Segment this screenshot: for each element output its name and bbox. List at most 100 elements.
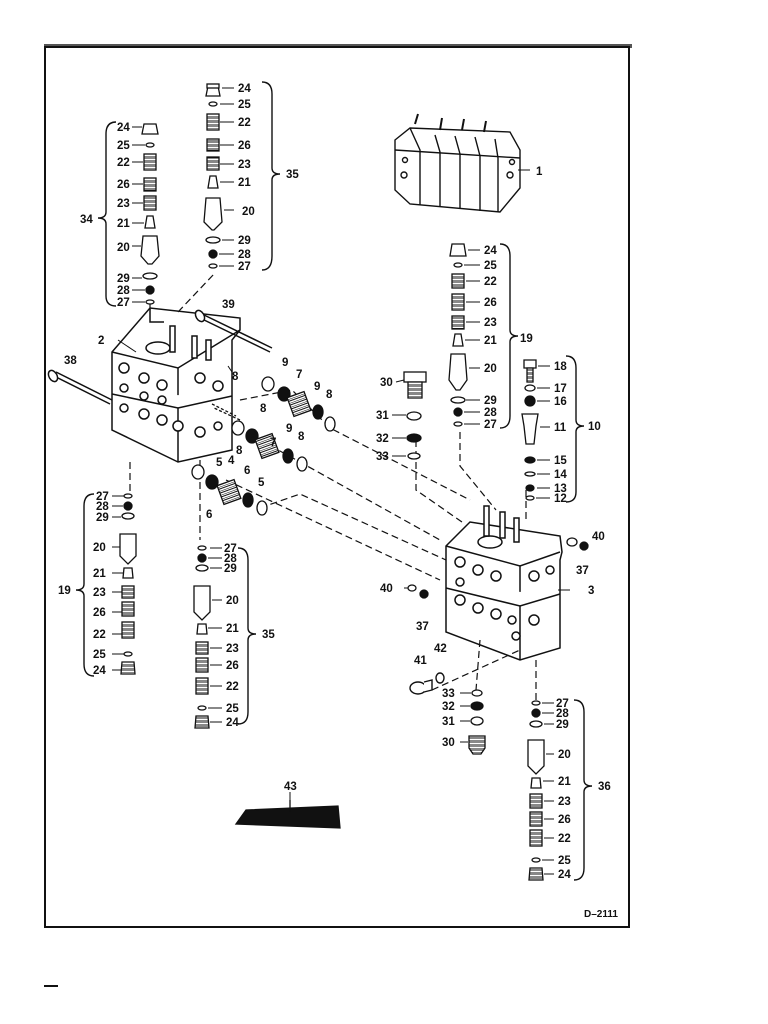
cartridge-stack-10: [521, 359, 539, 501]
callout-33: 33: [376, 451, 389, 463]
fittings-37-40: [407, 537, 589, 599]
callout-19: 19: [520, 333, 533, 345]
callout-41: 41: [414, 655, 427, 667]
callout-23: 23: [238, 159, 251, 171]
leader-lines: [112, 87, 570, 875]
callout-21c: 21: [484, 335, 497, 347]
callout-labels: 1 2 3 4 5 5 6 6 7 7 8 8 8 8 8 9 9 9 9 10…: [58, 83, 611, 881]
callout-9: 9: [282, 357, 288, 369]
callout-31: 31: [376, 410, 389, 422]
callout-26c: 26: [484, 297, 497, 309]
callout-7: 7: [296, 369, 302, 381]
callout-18: 18: [554, 361, 567, 373]
plug-41: [409, 672, 445, 695]
callout-31b: 31: [442, 716, 455, 728]
callout-16: 16: [554, 396, 567, 408]
callout-27: 27: [238, 261, 251, 273]
callout-13: 13: [554, 483, 567, 495]
callout-24: 24: [238, 83, 251, 95]
callout-29f: 29: [556, 719, 569, 731]
callout-37b: 37: [416, 621, 429, 633]
callout-24e: 24: [226, 717, 239, 729]
callout-9b: 9: [314, 381, 320, 393]
callout-25: 25: [238, 99, 251, 111]
callout-8d: 8: [236, 445, 243, 457]
callout-20: 20: [242, 206, 255, 218]
callout-23e: 23: [226, 643, 239, 655]
callout-6: 6: [244, 465, 250, 477]
callout-25e: 25: [226, 703, 239, 715]
callout-24c: 24: [484, 245, 497, 257]
callout-25f: 25: [558, 855, 571, 867]
callout-24d: 24: [93, 665, 106, 677]
callout-22b: 22: [117, 157, 130, 169]
callout-29c: 29: [484, 395, 497, 407]
spool-springs: [191, 376, 336, 516]
callout-28d: 28: [96, 501, 109, 513]
callout-11: 11: [554, 422, 567, 434]
callout-23b: 23: [117, 198, 130, 210]
callout-1: 1: [536, 166, 543, 178]
callout-23d: 23: [93, 587, 106, 599]
callout-27e: 27: [224, 543, 237, 555]
callout-26f: 26: [558, 814, 571, 826]
plug-stack-30-upper: [403, 371, 427, 460]
callout-8: 8: [232, 371, 239, 383]
callout-25b: 25: [117, 140, 130, 152]
cartridge-stack-34: [140, 123, 160, 305]
bolt-38: [47, 369, 113, 405]
drawing-code: D–2111: [584, 909, 618, 920]
callout-27f: 27: [556, 698, 569, 710]
callout-30b: 30: [442, 737, 455, 749]
callout-5: 5: [216, 457, 223, 469]
callout-4: 4: [228, 455, 235, 467]
exploded-valve-diagram: 1 2 3 4 5 5 6 6 7 7 8 8 8 8 8 9 9 9 9 10…: [47, 81, 611, 881]
callout-27c: 27: [484, 419, 497, 431]
callout-40b: 40: [380, 583, 393, 595]
cartridge-stack-36: [527, 700, 545, 881]
callout-8c: 8: [260, 403, 267, 415]
callout-5b: 5: [258, 477, 265, 489]
callout-15: 15: [554, 455, 567, 467]
callout-10: 10: [588, 421, 601, 433]
page-dash: [44, 985, 58, 987]
callout-26b: 26: [117, 179, 130, 191]
callout-27b: 27: [117, 297, 130, 309]
callout-25d: 25: [93, 649, 106, 661]
callout-21b: 21: [117, 218, 130, 230]
callout-24f: 24: [558, 869, 571, 881]
callout-35b: 35: [262, 629, 275, 641]
cartridge-stack-35-top: [203, 83, 223, 269]
callout-28: 28: [238, 249, 251, 261]
callout-19b: 19: [58, 585, 71, 597]
callout-25c: 25: [484, 260, 497, 272]
callout-14: 14: [554, 469, 567, 481]
callout-8e: 8: [298, 431, 305, 443]
callout-12: 12: [554, 493, 567, 505]
callout-29: 29: [238, 235, 251, 247]
cartridge-stack-19-left: [119, 493, 137, 675]
callout-7b: 7: [270, 437, 276, 449]
callout-30: 30: [380, 377, 393, 389]
callout-29e: 29: [224, 563, 237, 575]
callout-2: 2: [98, 335, 104, 347]
callout-29d: 29: [96, 512, 109, 524]
callout-6b: 6: [206, 509, 212, 521]
callout-22d: 22: [93, 629, 106, 641]
valve-assembly-part: [394, 113, 521, 213]
callout-20b: 20: [117, 242, 130, 254]
callout-22: 22: [238, 117, 251, 129]
plug-stack-30-lower: [468, 689, 486, 755]
callout-22c: 22: [484, 276, 497, 288]
callout-27d: 27: [96, 491, 109, 503]
cartridge-stack-19-right: [448, 243, 468, 427]
callout-40: 40: [592, 531, 605, 543]
callout-28c: 28: [484, 407, 497, 419]
callout-28b: 28: [117, 285, 130, 297]
left-valve-block: [111, 307, 241, 463]
callout-21: 21: [238, 177, 251, 189]
callout-36: 36: [598, 781, 611, 793]
callout-42: 42: [434, 643, 447, 655]
callout-22f: 22: [558, 833, 571, 845]
callout-26d: 26: [93, 607, 106, 619]
